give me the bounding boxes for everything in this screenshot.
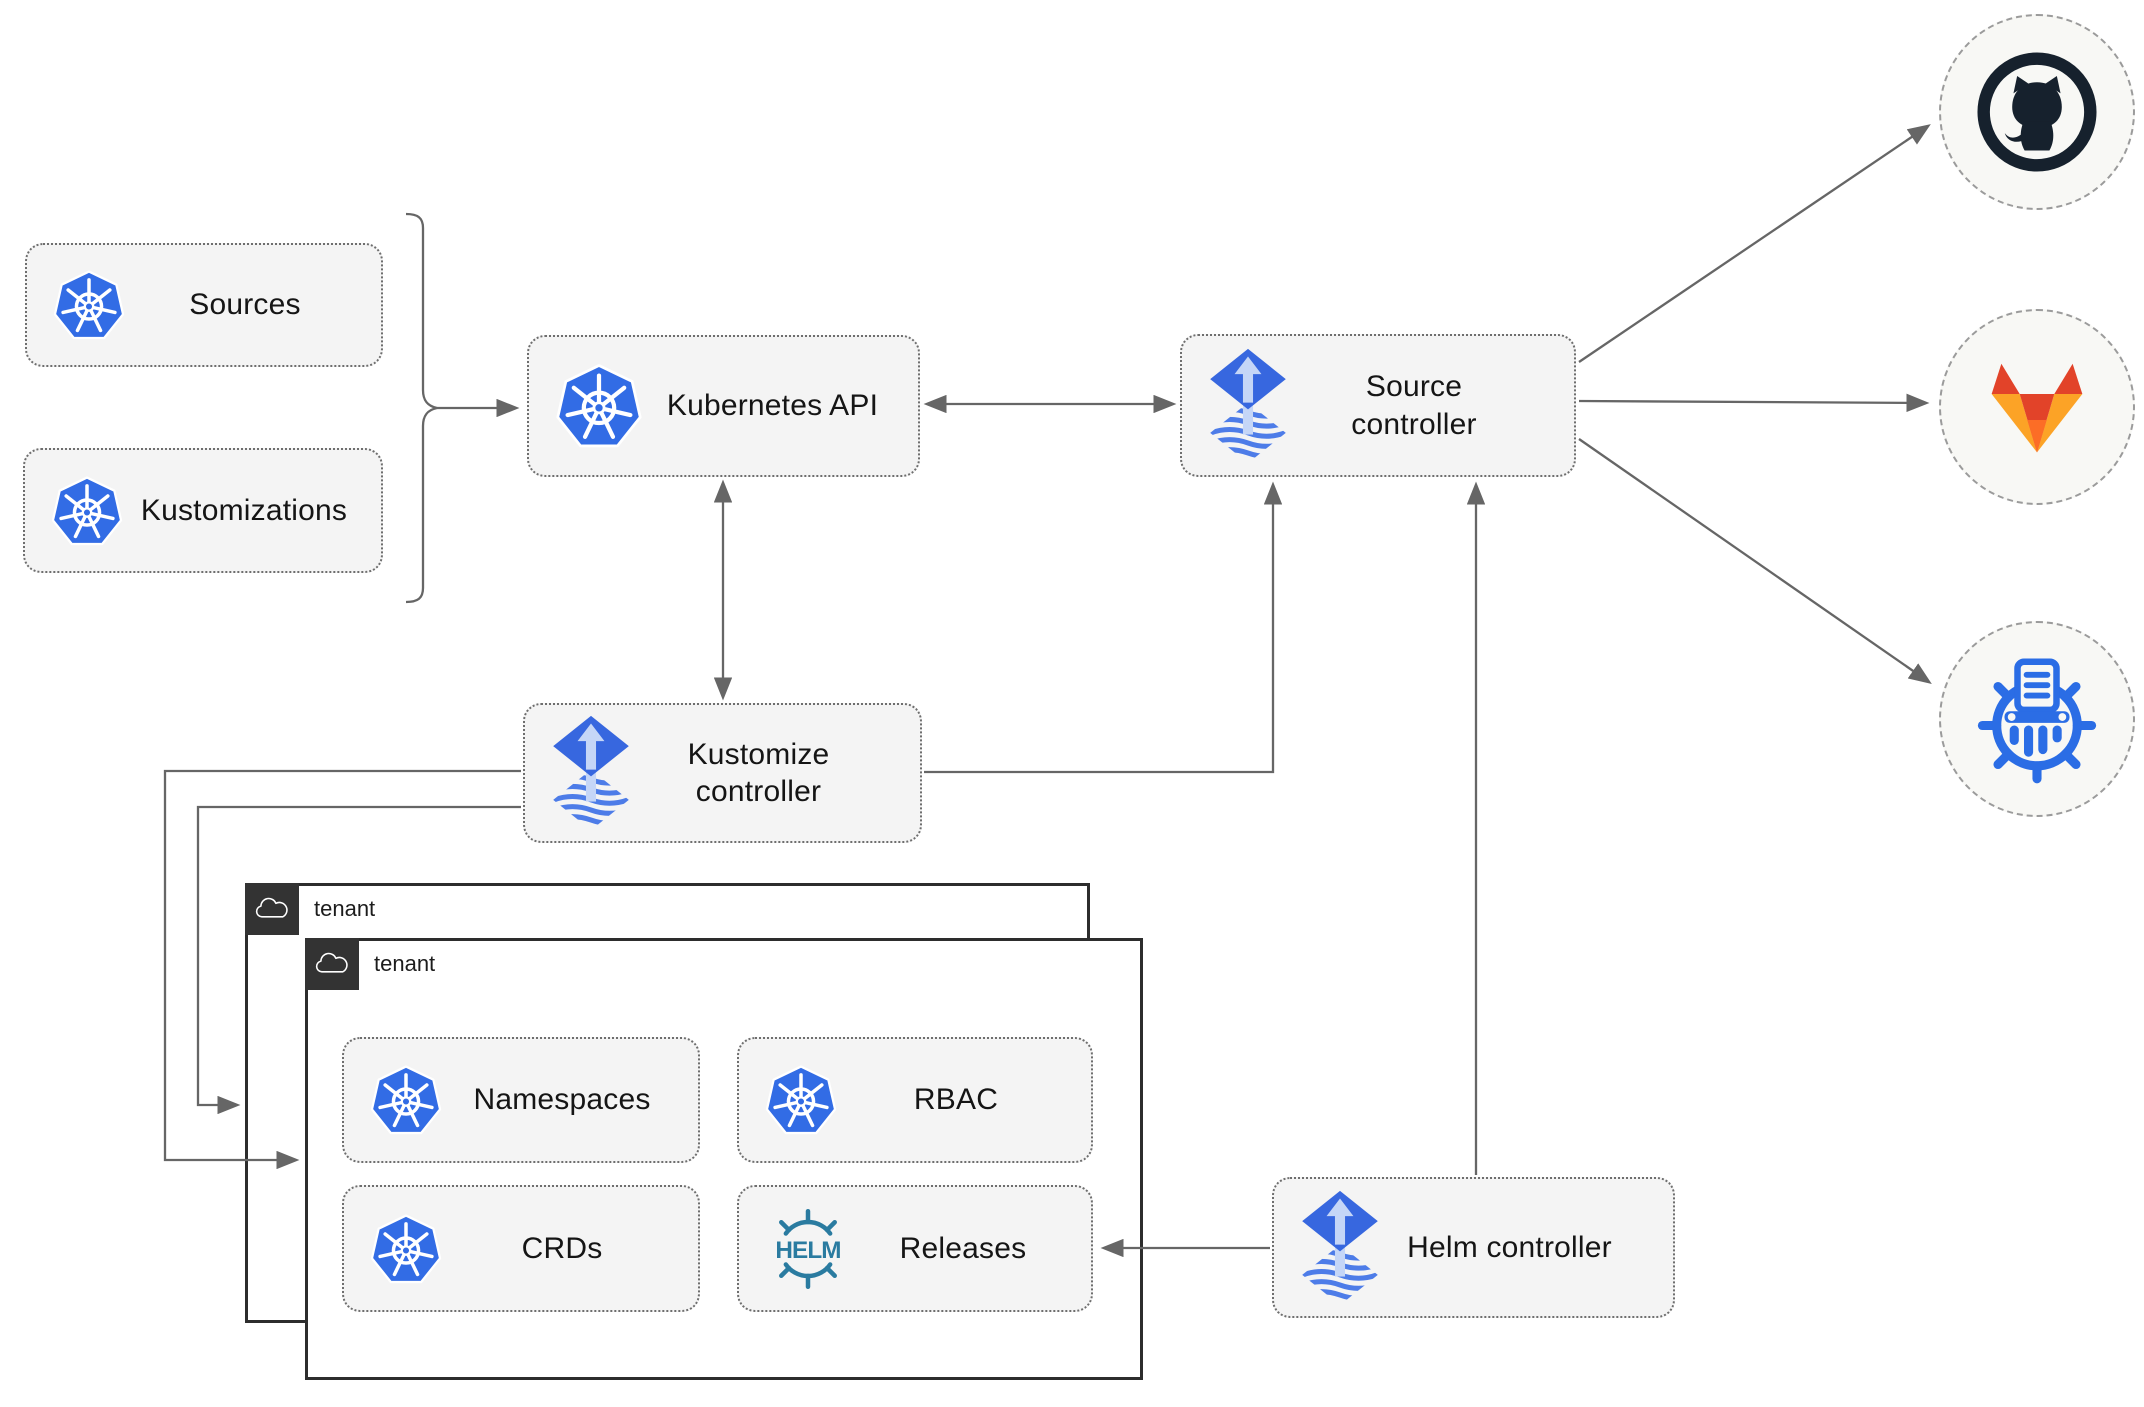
gitlab-icon [1983,357,2091,457]
flux-icon [1206,347,1290,465]
edge-source-controller-gitlab [1578,393,1930,413]
remote-gitlab [1939,309,2135,505]
node-label: Kubernetes API [666,389,879,423]
helm-icon [763,1208,853,1290]
tenant-tab [305,938,359,990]
node-releases: Releases [737,1185,1093,1312]
edge-kustomize-to-source-controller [924,481,1283,774]
tenant-label: tenant [314,896,376,921]
node-kubernetes-api: Kubernetes API [527,335,920,477]
tenant-label: tenant [374,951,436,976]
node-label: Releases [899,1231,1027,1265]
kubernetes-icon [49,473,125,549]
kubernetes-icon [51,267,127,343]
kubernetes-icon [368,1211,444,1287]
node-label: CRDs [521,1231,603,1265]
brace-sources-kustomizations [405,212,438,604]
kubernetes-icon [763,1062,839,1138]
node-namespaces: Namespaces [342,1037,700,1163]
node-rbac: RBAC [737,1037,1093,1163]
github-icon [1975,50,2099,174]
cloud-icon [314,951,350,977]
node-source-controller: Source controller [1180,334,1576,477]
cloud-icon [254,896,290,922]
node-label: Namespaces [473,1083,651,1117]
flux-icon [1298,1189,1382,1307]
node-kustomizations: Kustomizations [23,448,383,573]
node-sources: Sources [25,243,383,367]
kubernetes-icon [553,360,645,452]
node-helm-controller: Helm controller [1272,1177,1675,1318]
tenant-tab [245,883,299,935]
node-crds: CRDs [342,1185,700,1312]
remote-github [1939,14,2135,210]
node-label: Helm controller [1407,1230,1612,1264]
helm-repository-icon [1972,654,2102,784]
node-label: Source controller [1351,370,1477,441]
node-label: Kustomizations [140,493,348,527]
node-label: RBAC [913,1083,999,1117]
flux-icon [549,714,633,832]
kubernetes-icon [368,1062,444,1138]
edge-source-controller-helm-repository [1578,438,1932,684]
edge-source-controller-github [1578,124,1931,363]
node-label: Sources [189,288,301,322]
node-label: Kustomize controller [687,737,830,809]
node-kustomize-controller: Kustomize controller [523,703,922,843]
remote-helm-repository [1939,621,2135,817]
